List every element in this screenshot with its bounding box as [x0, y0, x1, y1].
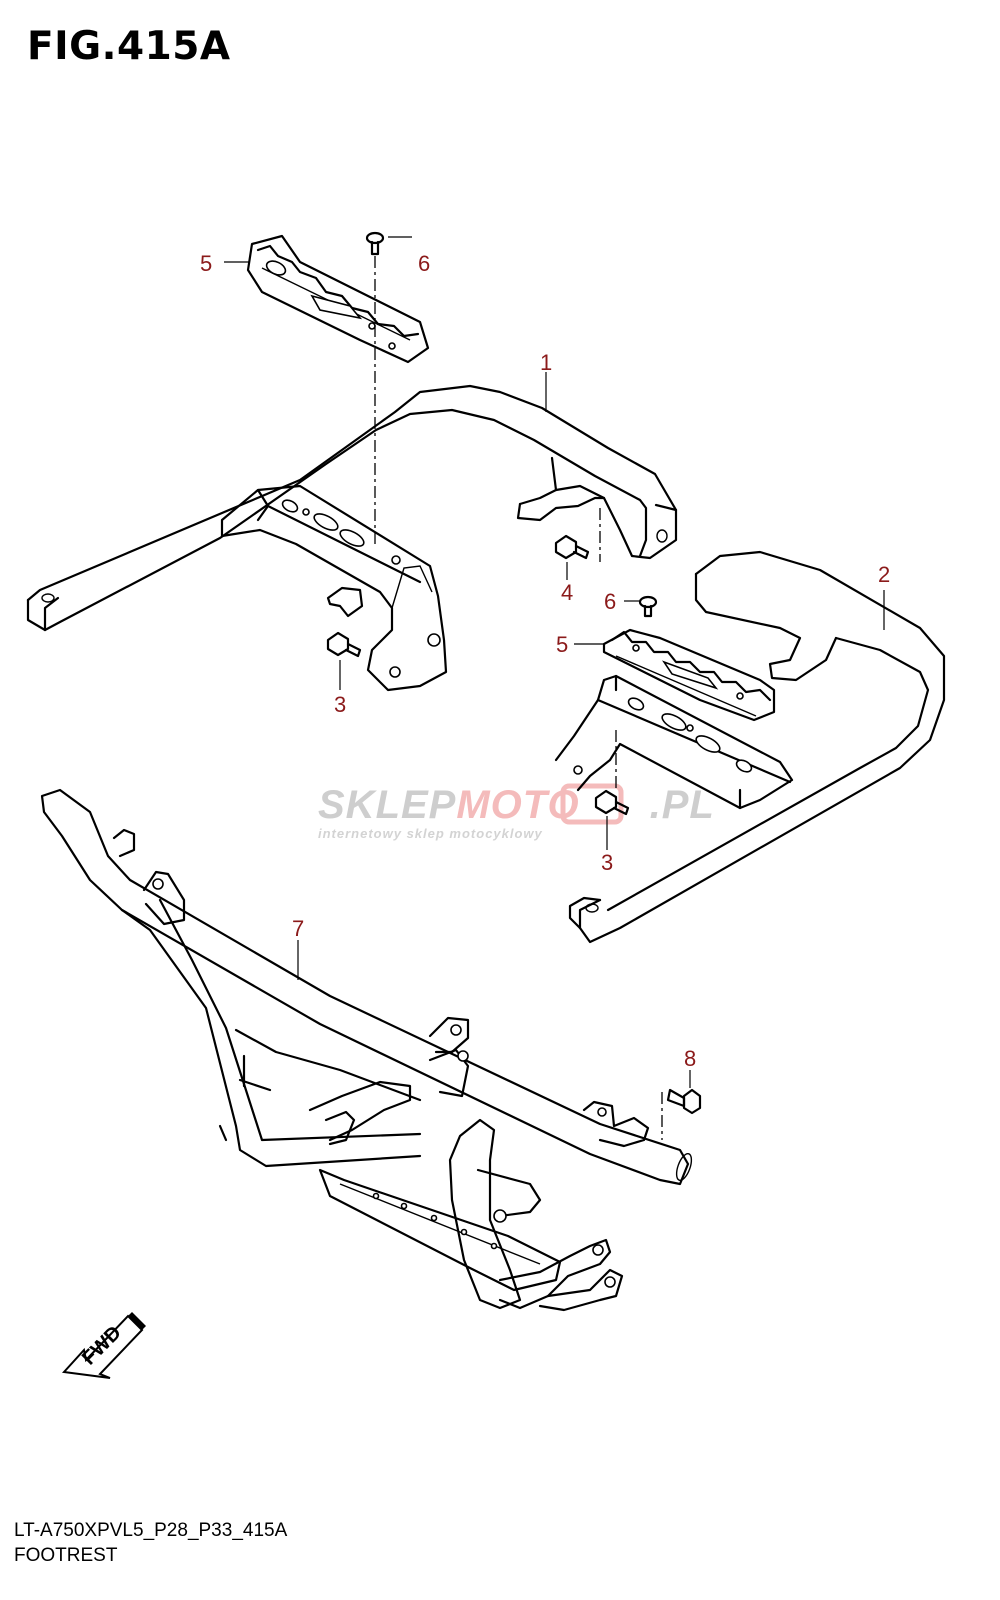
bolt-3-right — [594, 789, 630, 816]
footrest-frame-right — [554, 550, 946, 944]
callout-5-lower: 5 — [556, 632, 568, 657]
callout-2: 2 — [878, 562, 890, 587]
callout-6-lower: 6 — [604, 589, 616, 614]
front-bumper-guard — [40, 788, 693, 1312]
figure-title: FIG.415A — [27, 24, 231, 69]
bolt-8 — [666, 1088, 702, 1115]
fwd-arrow: FWD — [61, 1312, 146, 1379]
watermark: SKLEPMOTO .PL internetowy sklep motocyklo… — [318, 783, 715, 841]
footrest-frame-left — [26, 384, 678, 692]
screw-6-lower — [638, 595, 658, 618]
watermark-brand-mid: MOTO — [456, 783, 579, 827]
screw-6-upper — [365, 231, 385, 256]
callout-5-upper: 5 — [200, 251, 212, 276]
model-code: LT-A750XPVL5_P28_P33_415A — [14, 1520, 288, 1541]
callout-1: 1 — [540, 350, 552, 375]
watermark-brand-left: SKLEP — [318, 783, 456, 827]
bolt-3-left — [326, 631, 362, 658]
watermark-brand-right: .PL — [650, 783, 715, 827]
callout-3-left: 3 — [334, 692, 346, 717]
callout-6-upper: 6 — [418, 251, 430, 276]
callout-7: 7 — [292, 916, 304, 941]
svg-text:SKLEPMOTO.PL: SKLEPMOTO .PL — [318, 783, 715, 827]
footpeg-plate-upper — [246, 234, 430, 364]
callout-3-right: 3 — [601, 850, 613, 875]
footpeg-plate-lower — [602, 628, 776, 722]
watermark-tagline: internetowy sklep motocyklowy — [318, 826, 543, 841]
section-name: FOOTREST — [14, 1545, 118, 1566]
callout-8: 8 — [684, 1046, 696, 1071]
callout-4: 4 — [561, 580, 573, 605]
bolt-4 — [554, 534, 590, 560]
